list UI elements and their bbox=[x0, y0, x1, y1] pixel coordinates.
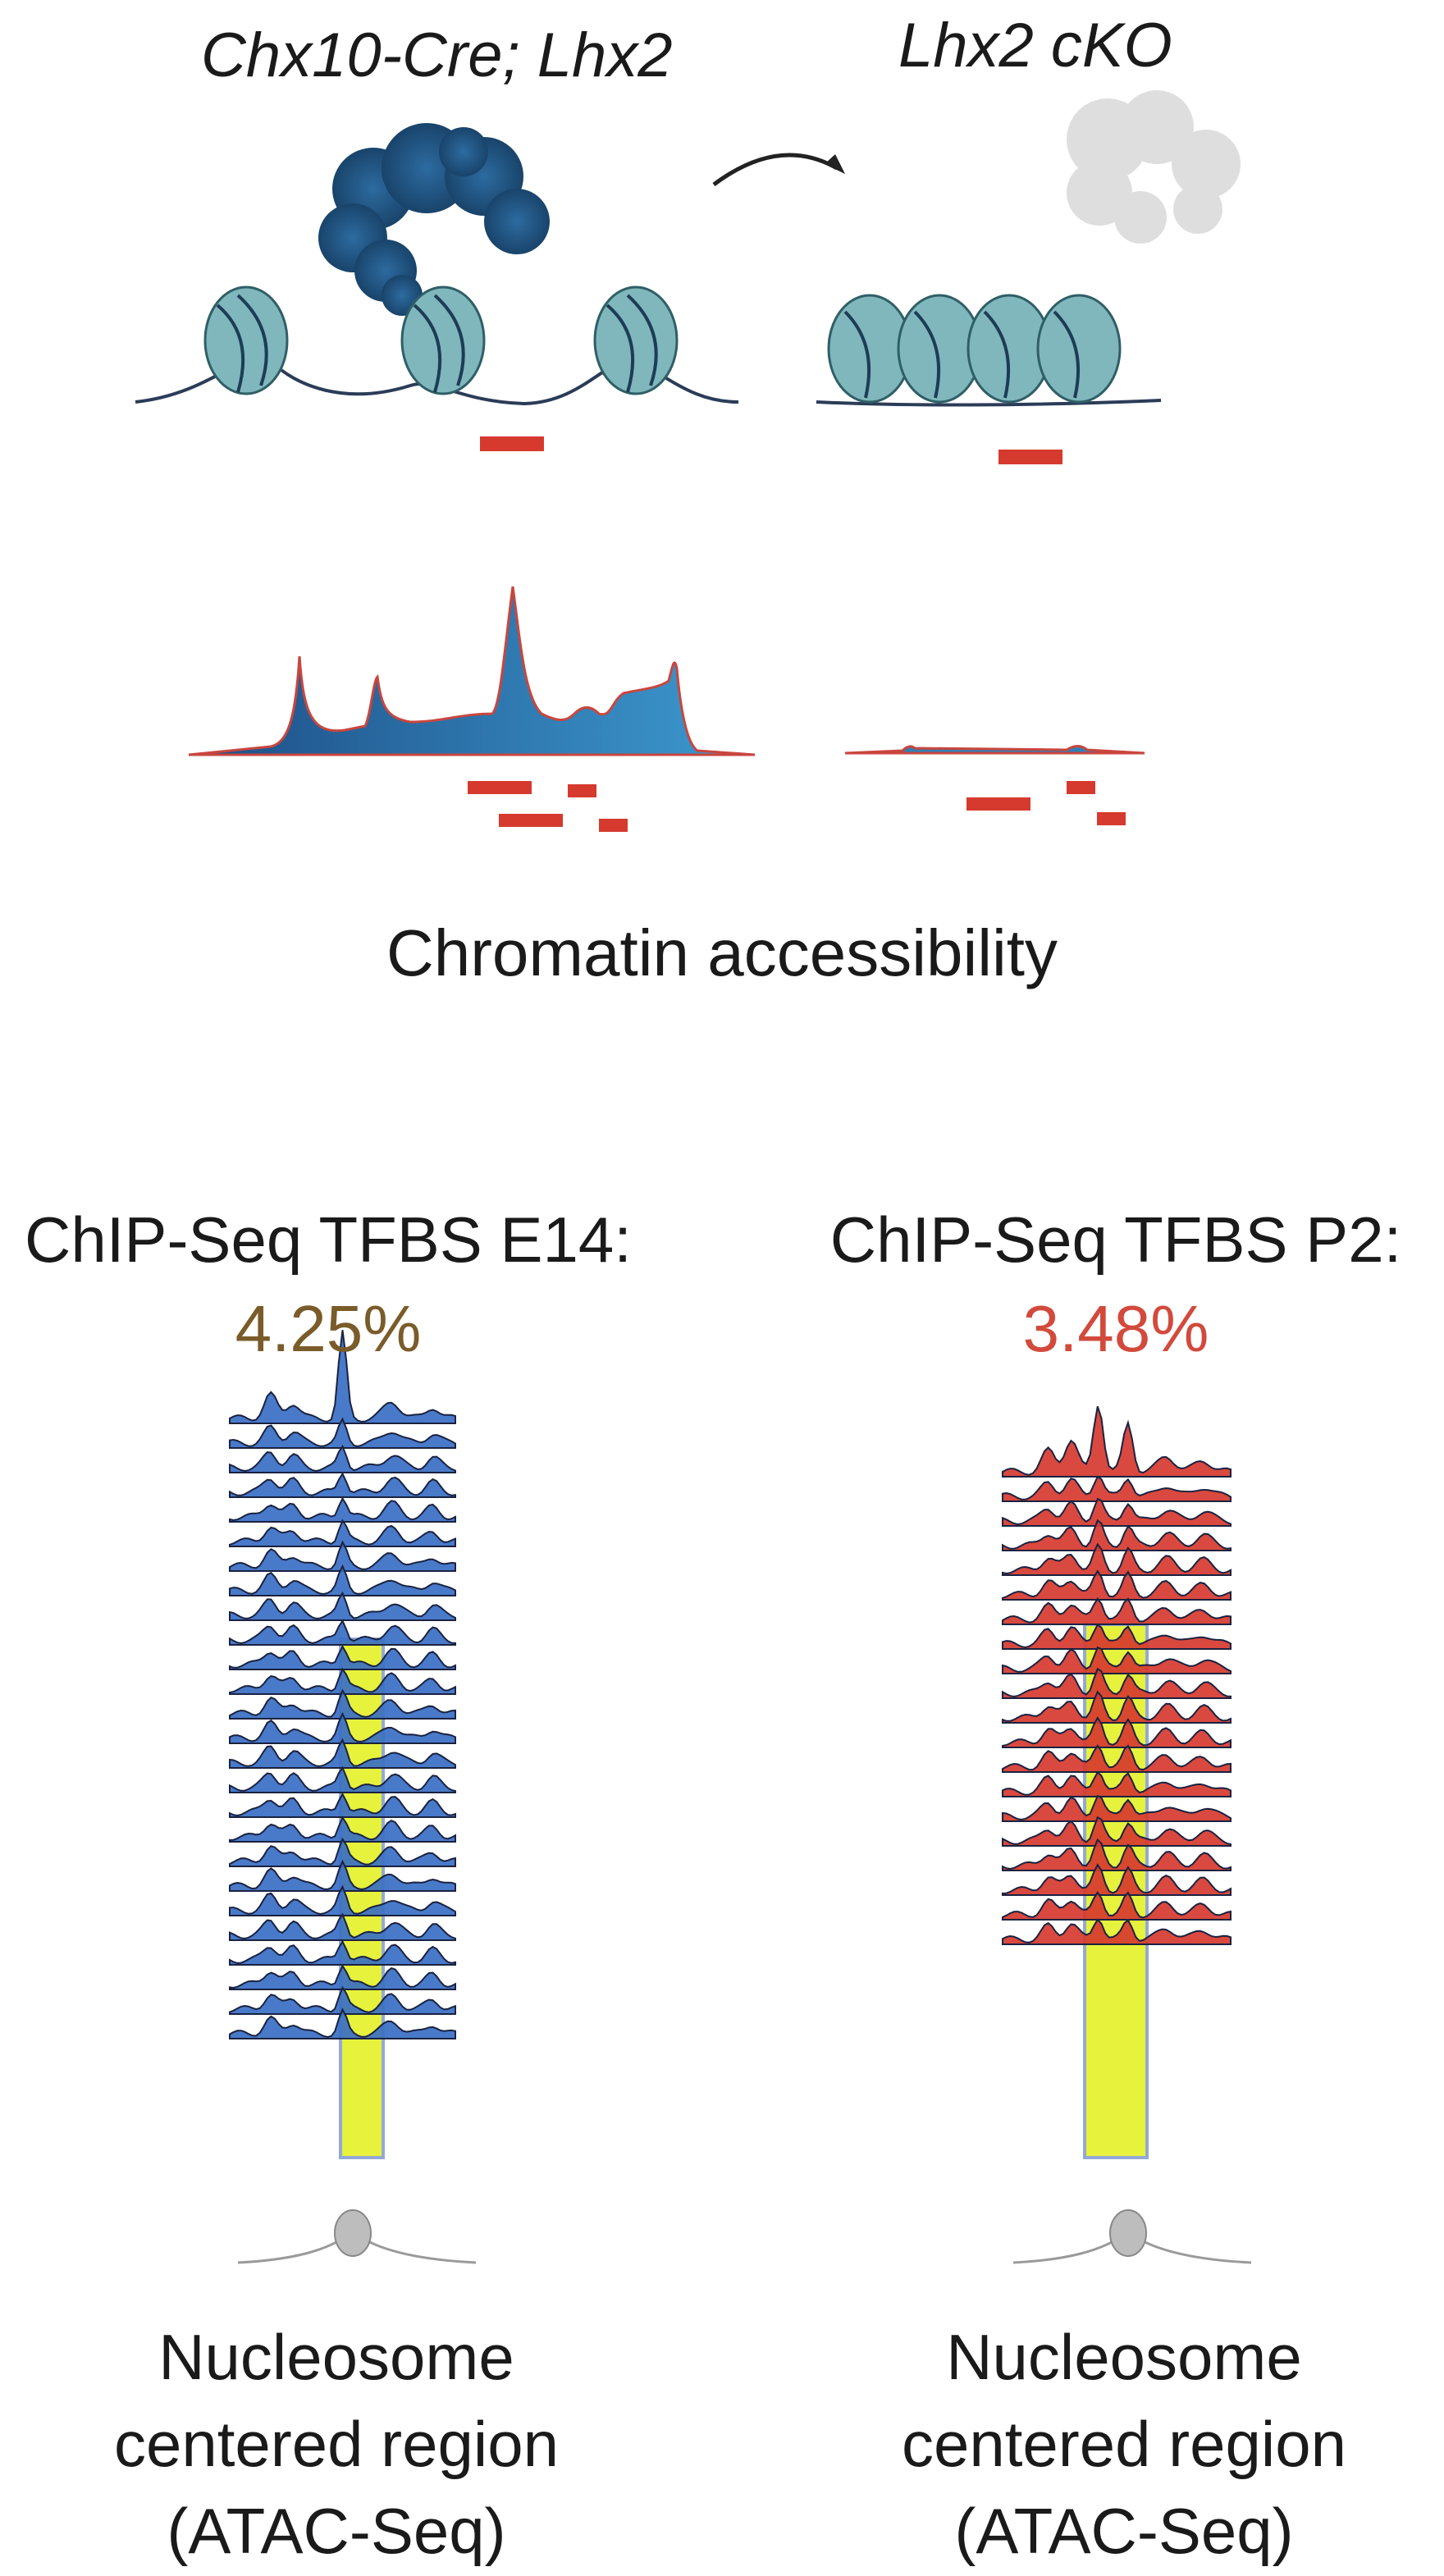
ridge-right-ridge-row bbox=[1002, 1794, 1232, 1822]
footer-right-line-1: Nucleosome bbox=[946, 2321, 1302, 2393]
ridge-right-ridge-row bbox=[1002, 1816, 1232, 1847]
ridge-right-ridge-row bbox=[1002, 1646, 1232, 1674]
protein-active-icon bbox=[318, 123, 550, 316]
nucleosome-left-2-icon bbox=[400, 285, 486, 395]
left-genotype-label: Chx10-Cre; Lhx2 bbox=[201, 21, 673, 90]
chromatin-accessibility-caption: Chromatin accessibility bbox=[386, 916, 1058, 989]
ridgeline-plot-p2 bbox=[1002, 1405, 1232, 2159]
ridge-left-ridge-row bbox=[229, 1738, 456, 1769]
ridge-left-ridge-row bbox=[229, 2007, 456, 2039]
ridge-left-ridge-row bbox=[229, 1939, 456, 1966]
ridge-left-ridge-row bbox=[229, 1816, 456, 1843]
panel-title-e14: ChIP-Seq TFBS E14: bbox=[25, 1204, 632, 1276]
protein-lost-icon bbox=[1067, 90, 1241, 244]
nucleosome-small-left-icon bbox=[237, 2209, 477, 2264]
ridge-left-ridge-row bbox=[229, 1591, 456, 1621]
percent-e14: 4.25% bbox=[235, 1292, 422, 1365]
binding-site-right bbox=[998, 450, 1062, 464]
nucleosome-right-group-icon bbox=[827, 294, 1122, 404]
ridge-left-ridge-row bbox=[229, 1964, 456, 1990]
right-genotype-label: Lhx2 cKO bbox=[898, 11, 1172, 80]
ridge-left-ridge-row bbox=[229, 1519, 456, 1547]
arrowhead-icon bbox=[825, 154, 845, 174]
ridge-right-ridge-row bbox=[1002, 1667, 1232, 1699]
dna-strand-right bbox=[816, 399, 1162, 407]
ridge-left-ridge-row bbox=[229, 1472, 456, 1498]
ridge-right-ridge-row bbox=[1002, 1475, 1232, 1502]
ridge-left-ridge-row bbox=[229, 1417, 456, 1449]
nucleosome-left-1-icon bbox=[203, 285, 289, 395]
binding-site-left bbox=[480, 436, 544, 451]
footer-left: Nucleosome centered region (ATAC-Seq) bbox=[49, 2313, 624, 2574]
ridge-left-ridge-row bbox=[229, 1644, 456, 1670]
ridge-right-ridge-row bbox=[1002, 1744, 1232, 1773]
ridge-left-ridge-row bbox=[229, 1496, 456, 1523]
ridge-right-ridge-row bbox=[1002, 1405, 1232, 1478]
accessibility-signal-right bbox=[844, 745, 1145, 755]
panel-title-p2: ChIP-Seq TFBS P2: bbox=[829, 1204, 1402, 1276]
ridge-left-ridge-row bbox=[229, 1540, 456, 1572]
ridge-right-ridge-row bbox=[1002, 1597, 1232, 1625]
ridge-left-ridge-row bbox=[229, 1330, 456, 1424]
ridge-right-ridge-row bbox=[1002, 1770, 1232, 1797]
ridge-right-ridge-row bbox=[1002, 1690, 1232, 1724]
ridge-right-ridge-row bbox=[1002, 1497, 1232, 1527]
ridge-left-ridge-row bbox=[229, 1837, 456, 1867]
ridge-right-ridge-row bbox=[1002, 1519, 1232, 1551]
nucleosome-small-right-icon bbox=[1012, 2209, 1252, 2264]
footer-right-line-2: centered region bbox=[901, 2408, 1347, 2480]
ridge-left-ridge-row bbox=[229, 1859, 456, 1892]
ridge-right-ridge-row bbox=[1002, 1838, 1232, 1871]
curved-arrow-icon bbox=[712, 153, 839, 187]
footer-right-line-3: (ATAC-Seq) bbox=[954, 2495, 1294, 2567]
ridge-right-ridge-row bbox=[1002, 1890, 1232, 1921]
ridge-left-ridge-row bbox=[229, 1619, 456, 1646]
ridge-left-ridge-row bbox=[229, 1792, 456, 1818]
ridge-right-ridge-row bbox=[1002, 1542, 1232, 1576]
ridge-left-ridge-row bbox=[229, 1688, 456, 1720]
ridge-left-ridge-row bbox=[229, 1912, 456, 1941]
ridge-left-ridge-row bbox=[229, 1667, 456, 1695]
binding-sites-left-group bbox=[468, 781, 628, 832]
accessibility-signal-left bbox=[188, 586, 756, 756]
ridge-left-ridge-row bbox=[229, 1711, 456, 1744]
ridge-left-ridge-row bbox=[229, 1884, 456, 1916]
ridge-left-ridge-row bbox=[229, 1985, 456, 2015]
ridge-left-ridge-row bbox=[229, 1564, 456, 1596]
ridgeline-plot-e14 bbox=[229, 1330, 456, 2159]
ridge-right-ridge-row bbox=[1002, 1623, 1232, 1650]
footer-left-line-3: (ATAC-Seq) bbox=[167, 2495, 506, 2567]
ridge-left-ridge-row bbox=[229, 1444, 456, 1473]
percent-p2: 3.48% bbox=[1022, 1292, 1209, 1365]
ridge-right-ridge-row bbox=[1002, 1918, 1232, 1945]
ridge-right-ridge-row bbox=[1002, 1569, 1232, 1601]
footer-left-line-2: centered region bbox=[113, 2408, 560, 2480]
ridge-right-ridge-row bbox=[1002, 1716, 1232, 1748]
footer-right: Nucleosome centered region (ATAC-Seq) bbox=[837, 2313, 1411, 2574]
binding-sites-right-group bbox=[966, 781, 1126, 825]
footer-left-line-1: Nucleosome bbox=[158, 2321, 514, 2393]
ridge-right-ridge-row bbox=[1002, 1863, 1232, 1896]
nucleosome-left-3-icon bbox=[593, 285, 679, 395]
ridge-left-ridge-row bbox=[229, 1765, 456, 1793]
